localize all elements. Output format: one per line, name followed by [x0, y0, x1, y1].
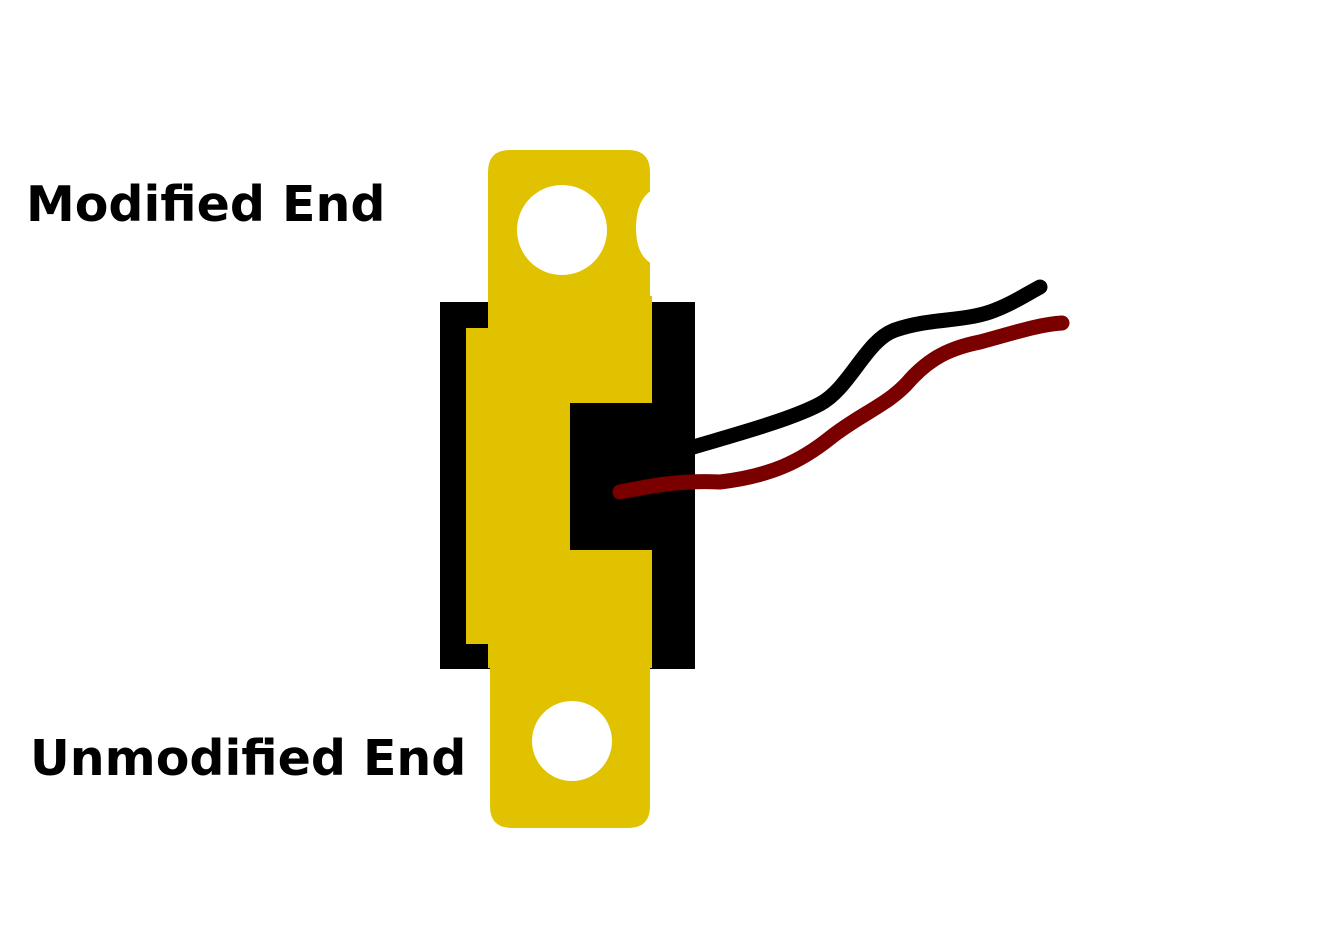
unmodified-end-label: Unmodified End	[30, 730, 467, 787]
bottom-mounting-hole	[532, 701, 612, 781]
top-mounting-hole	[517, 185, 607, 275]
modified-end-label: Modified End	[26, 176, 386, 233]
red-wire	[612, 315, 1070, 500]
modified-end-notch	[636, 190, 652, 264]
black-wire	[682, 279, 1048, 456]
